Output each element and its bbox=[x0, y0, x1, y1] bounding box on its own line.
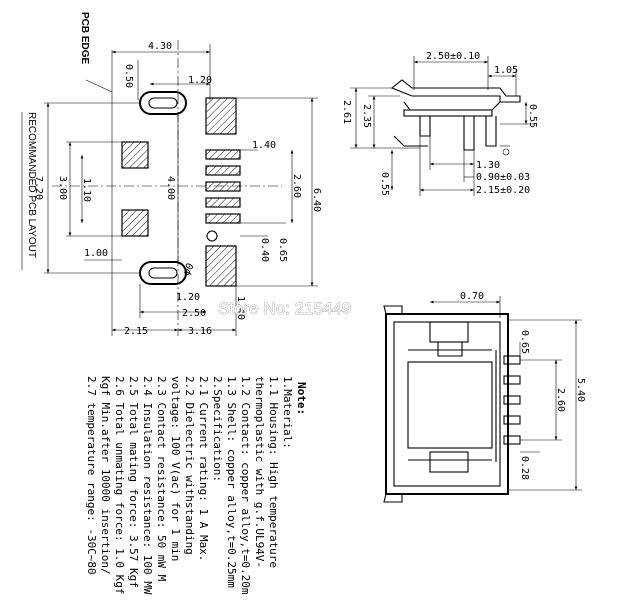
notes-heading: Note: bbox=[295, 382, 308, 415]
dim-1-40-top: 1.40 bbox=[252, 140, 276, 151]
left-pad-upper bbox=[121, 141, 149, 169]
notes-block: Note: 1.Material: 1.1 Housing: High temp… bbox=[85, 376, 308, 595]
pcb-edge-leader bbox=[85, 79, 113, 93]
dim-5-40: 5.40 bbox=[575, 378, 586, 402]
dim-1-40-bottom: 1.40 bbox=[235, 296, 246, 320]
dim-7-20: 7.20 bbox=[33, 176, 44, 200]
notes-line: voltage: 100 V(ac) for 1 min bbox=[169, 376, 182, 561]
dim-0-40: 0.40 bbox=[259, 238, 270, 262]
dim-1-20-bottom: 1.20 bbox=[176, 292, 200, 303]
notes-line: 2.3 Contact resistance: 50 mW M bbox=[155, 376, 168, 582]
notes-line: 2.4 Insulation resistance: 100 MW bbox=[141, 376, 154, 595]
dim-2-61: 2.61 bbox=[341, 100, 352, 124]
right-pad-lower bbox=[205, 245, 237, 287]
dim-2-15-bottom: 2.15 bbox=[124, 326, 148, 337]
pcb-layout-view: PCB EDGE RECOMMANDED PCB LAYOUT 4.30 0.5… bbox=[21, 12, 322, 337]
bottom-latch bbox=[429, 451, 469, 473]
housing-body bbox=[407, 361, 493, 449]
dim-4-00: 4.00 bbox=[165, 176, 176, 200]
signal-pad-1 bbox=[205, 149, 241, 160]
dim-4-30: 4.30 bbox=[148, 41, 172, 52]
dim-phi: φ0 bbox=[181, 262, 197, 278]
dim-0-55-right: 0.55 bbox=[527, 104, 538, 128]
dim-2-60-left: 2.60 bbox=[291, 174, 302, 198]
dim-1-00: 1.00 bbox=[84, 248, 108, 259]
notes-line: 2.6 Total unmating force: 1.0 Kgf bbox=[113, 376, 126, 595]
dim-1-10: 1.10 bbox=[81, 178, 92, 202]
dim-2-60-right: 2.60 bbox=[555, 388, 566, 412]
dim-3-00: 3.00 bbox=[57, 176, 68, 200]
notes-line: 1.3 Shell: copper alloy,t=0.25mm bbox=[225, 376, 238, 588]
dim-0-55-left: 0.55 bbox=[379, 172, 390, 196]
notes-line: thermoplastic with g.f.UL94V- bbox=[253, 376, 266, 568]
top-latch bbox=[429, 321, 469, 343]
dim-0-28: 0.28 bbox=[519, 456, 530, 480]
dim-1-20-top: 1.20 bbox=[188, 75, 212, 86]
top-oval-pad bbox=[139, 91, 187, 115]
watermark: Store No: 215449 bbox=[218, 299, 351, 318]
signal-pad-5 bbox=[205, 213, 241, 224]
bottom-oval-pad bbox=[139, 261, 187, 285]
dim-0-50: 0.50 bbox=[123, 64, 134, 88]
dim-3-16: 3.16 bbox=[188, 326, 212, 337]
dim-0-65-right: 0.65 bbox=[519, 330, 530, 354]
layout-title: RECOMMANDED PCB LAYOUT bbox=[26, 112, 37, 258]
left-pad-lower bbox=[121, 209, 149, 237]
connector-shell bbox=[385, 313, 509, 495]
dim-2-50-tol: 2.50±0.10 bbox=[426, 51, 480, 62]
notes-line: 2.Specification: bbox=[211, 376, 224, 482]
notes-line: 2.5 Total mating force: 3.57 Kgf bbox=[127, 376, 140, 588]
signal-pad-3 bbox=[205, 181, 241, 192]
signal-pad-4 bbox=[205, 197, 241, 208]
dim-1-30: 1.30 bbox=[476, 160, 500, 171]
pcb-edge-label: PCB EDGE bbox=[79, 12, 90, 65]
dim-0-65-left: 0.65 bbox=[277, 238, 288, 262]
dim-1-05: 1.05 bbox=[494, 65, 518, 76]
dim-2-50-bottom: 2.50 bbox=[182, 308, 206, 319]
dim-0-70: 0.70 bbox=[460, 291, 484, 302]
notes-line: 2.1 Current rating: 1 A Max. bbox=[197, 376, 210, 561]
notes-line: 2.7 temperature range: -30C~80 bbox=[85, 376, 98, 575]
notes-line: 1.1 Housing: High temperature bbox=[267, 376, 280, 568]
dim-6-40: 6.40 bbox=[311, 188, 322, 212]
notes-line: 2.2 Dielectric withstanding bbox=[183, 376, 196, 555]
locating-hole bbox=[206, 230, 218, 242]
dim-2-15-tol: 2.15±0.20 bbox=[476, 185, 530, 196]
dim-0-90-tol: 0.90±0.03 bbox=[476, 172, 530, 183]
notes-line: 1.2 Contact: copper alloy,t=0.20m bbox=[239, 376, 252, 595]
notes-line: 1.Material: bbox=[281, 376, 294, 449]
side-view: 2.50±0.10 1.05 2.61 2.35 0.55 0.55 bbox=[341, 51, 538, 196]
top-view: 0.70 0.65 2.60 5.40 bbox=[383, 291, 586, 503]
signal-pad-2 bbox=[205, 165, 241, 176]
dim-2-35: 2.35 bbox=[361, 104, 372, 128]
right-pad-upper bbox=[205, 97, 237, 135]
notes-line: Kgf Min.after 10000 insertion/ bbox=[99, 376, 112, 575]
